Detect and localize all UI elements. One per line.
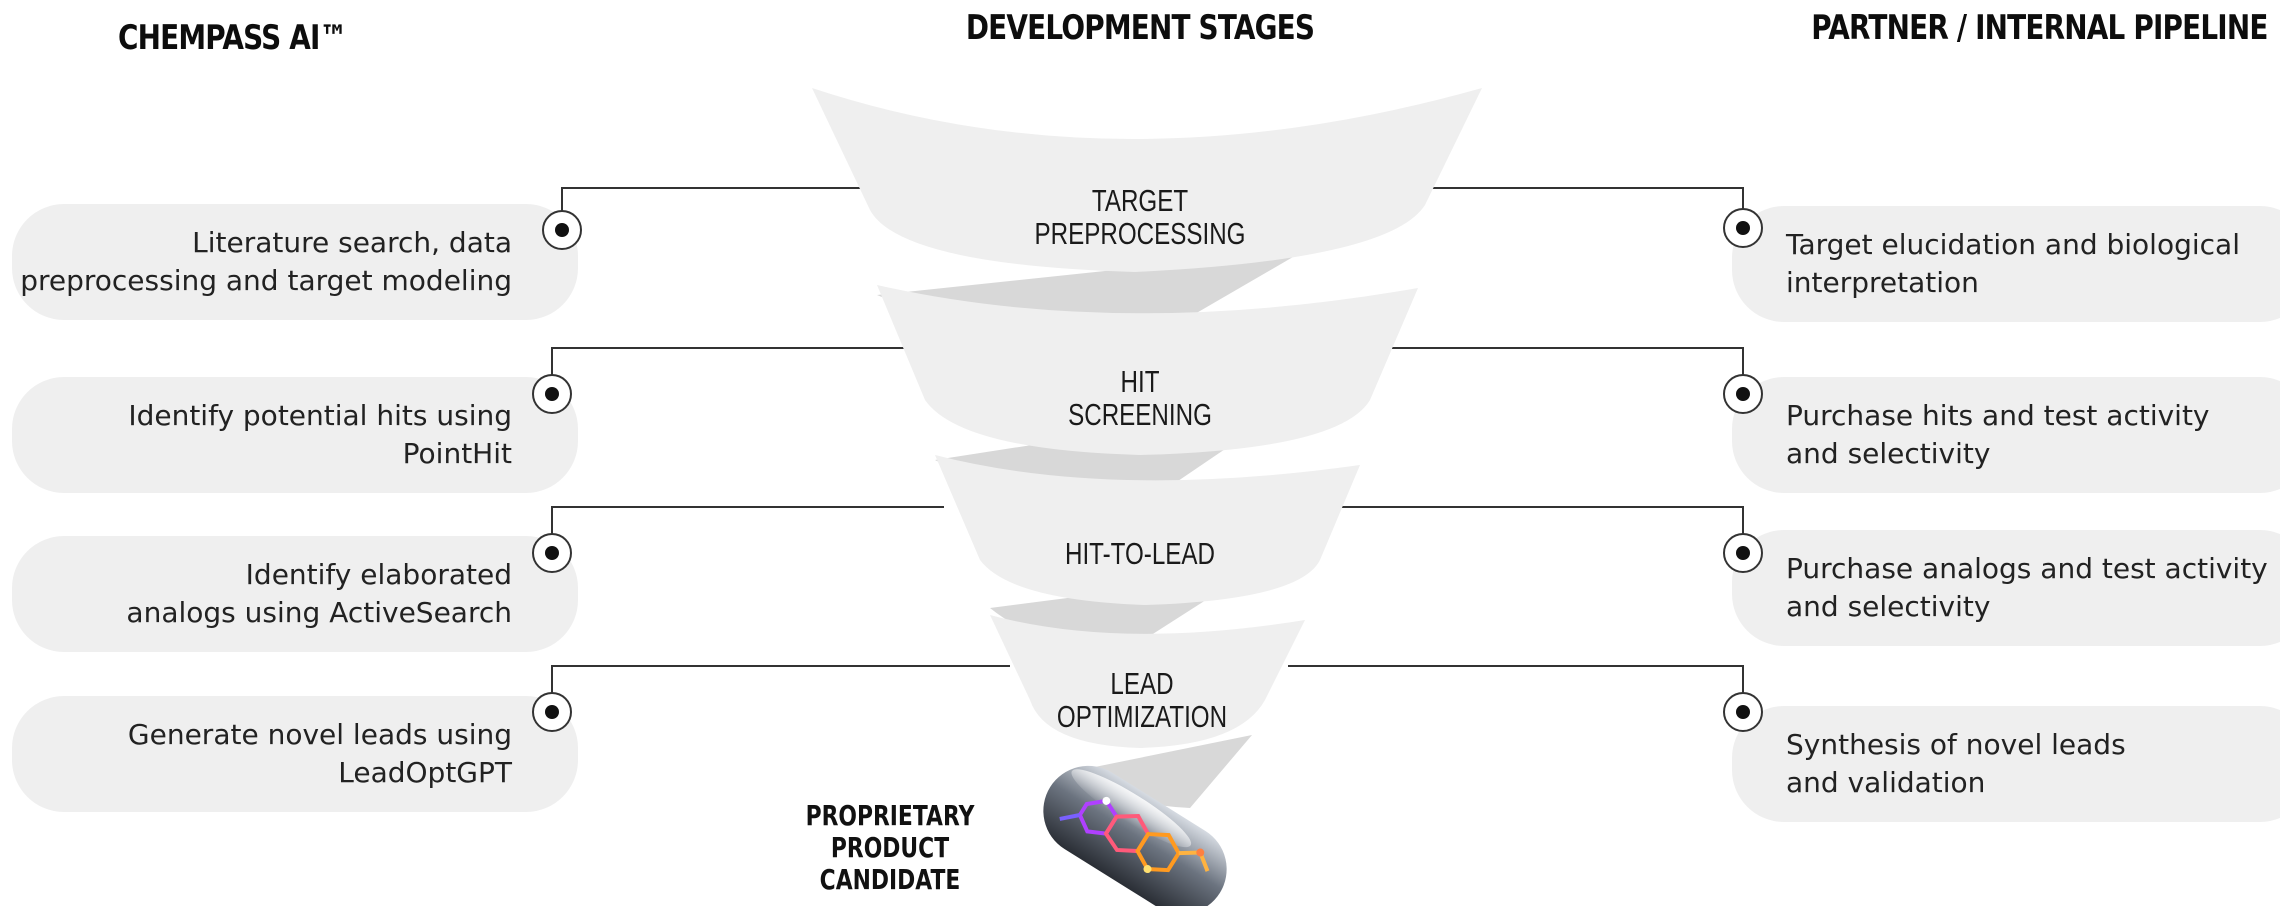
partner-step-3: Purchase analogs and test activity and s… — [1732, 530, 2280, 646]
chempass-step-3: Identify elaborated analogs using Active… — [12, 536, 578, 652]
stage-label-lead-optimization: LEAD OPTIMIZATION — [1056, 666, 1228, 734]
chempass-step-1-text: Literature search, data preprocessing an… — [20, 226, 512, 297]
chempass-heading: CHEMPASS AI™ — [118, 18, 347, 58]
connector-left-3 — [551, 506, 944, 552]
marker-left-2 — [532, 374, 572, 414]
capsule-molecule-icon — [1043, 765, 1227, 906]
funnel-band-1 — [812, 88, 1482, 272]
connector-right-2 — [1392, 347, 1744, 393]
funnel-band-2 — [877, 285, 1418, 455]
chempass-step-4-text: Generate novel leads using LeadOptGPT — [127, 718, 512, 789]
partner-step-4: Synthesis of novel leads and validation — [1732, 706, 2280, 822]
marker-left-1 — [542, 210, 582, 250]
chempass-step-1: Literature search, data preprocessing an… — [12, 204, 578, 320]
partner-step-4-text: Synthesis of novel leads and validation — [1786, 728, 2126, 799]
partner-step-2: Purchase hits and test activity and sele… — [1732, 377, 2280, 493]
chempass-step-4: Generate novel leads using LeadOptGPT — [12, 696, 578, 812]
development-stages-heading: DEVELOPMENT STAGES — [965, 8, 1315, 48]
funnel-band-4 — [990, 615, 1305, 748]
connector-right-1 — [1430, 187, 1744, 228]
chempass-step-2-text: Identify potential hits using PointHit — [128, 399, 512, 470]
marker-right-4 — [1723, 692, 1763, 732]
marker-right-2 — [1723, 374, 1763, 414]
stage-label-target-preprocessing: TARGET PREPROCESSING — [1034, 183, 1246, 251]
stage-label-hit-to-lead: HIT-TO-LEAD — [1064, 536, 1216, 571]
chempass-step-3-text: Identify elaborated analogs using Active… — [126, 558, 512, 629]
chempass-step-2: Identify potential hits using PointHit — [12, 377, 578, 493]
funnel-bands — [812, 88, 1482, 748]
partner-step-3-text: Purchase analogs and test activity and s… — [1786, 552, 2268, 623]
partner-step-1-text: Target elucidation and biological interp… — [1786, 228, 2240, 299]
connector-left-4 — [551, 665, 1010, 712]
partner-step-1: Target elucidation and biological interp… — [1732, 206, 2280, 322]
partner-pipeline-heading: PARTNER / INTERNAL PIPELINE — [1811, 8, 2269, 48]
connector-right-3 — [1338, 506, 1744, 552]
marker-right-1 — [1723, 208, 1763, 248]
marker-right-3 — [1723, 533, 1763, 573]
funnel-band-3 — [935, 455, 1360, 605]
stage-label-hit-screening: HIT SCREENING — [1068, 364, 1212, 432]
product-candidate-label: PROPRIETARY PRODUCT CANDIDATE — [805, 799, 975, 896]
partner-step-2-text: Purchase hits and test activity and sele… — [1786, 399, 2210, 470]
marker-left-4 — [532, 692, 572, 732]
connector-left-1 — [561, 187, 870, 230]
connector-right-4 — [1288, 665, 1744, 712]
marker-left-3 — [532, 533, 572, 573]
connector-left-2 — [551, 347, 906, 393]
